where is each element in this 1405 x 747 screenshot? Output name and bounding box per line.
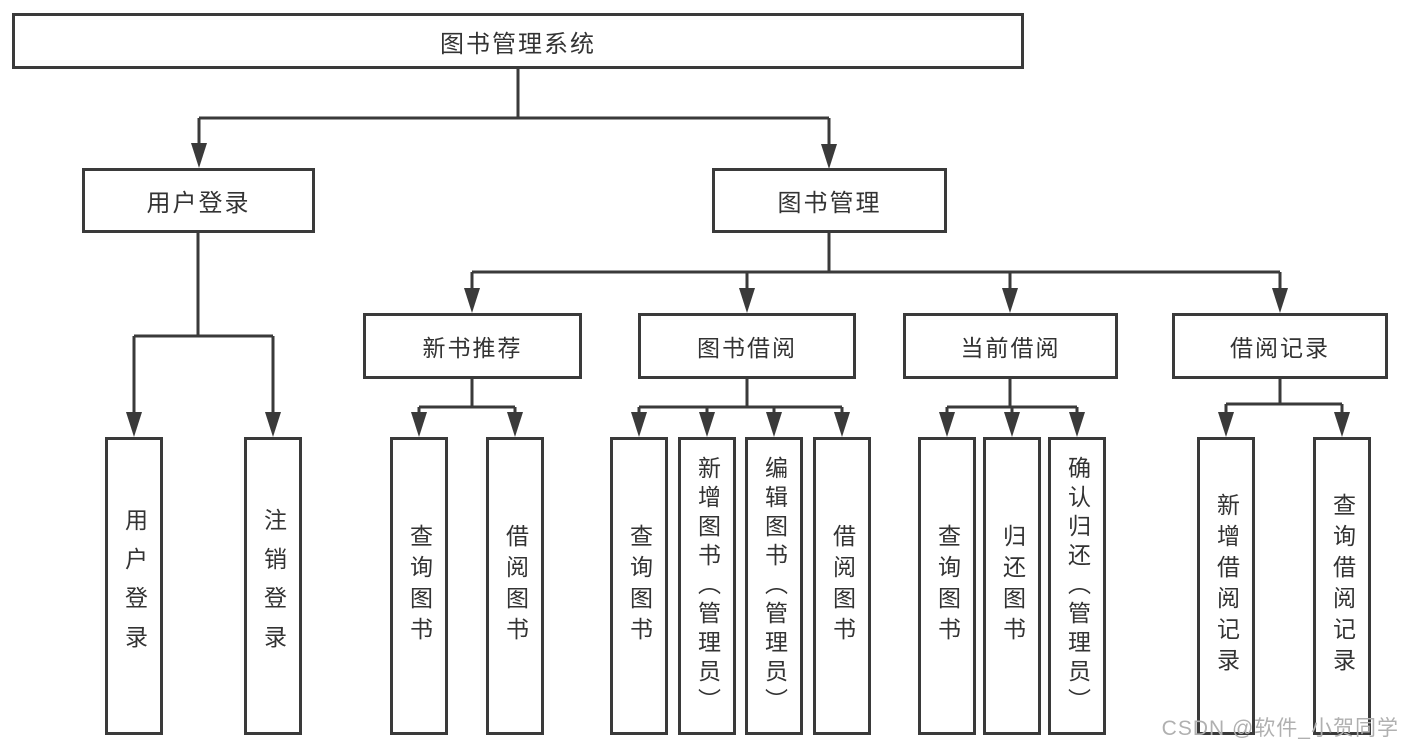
node-user-login-label: 用户登录 xyxy=(146,190,251,217)
leaf-newbooks-borrow: 借阅图书 xyxy=(486,437,544,735)
leaf-borrow-query-label: 查询图书 xyxy=(626,524,653,648)
leaf-current-confirm-label: 确认归还（管理员） xyxy=(1064,455,1091,717)
leaf-records-query: 查询借阅记录 xyxy=(1313,437,1371,735)
leaf-user-login: 用户登录 xyxy=(105,437,163,735)
node-root-label: 图书管理系统 xyxy=(440,30,596,58)
node-current-borrow-label: 当前借阅 xyxy=(960,335,1061,361)
leaf-borrow-add-label: 新增图书（管理员） xyxy=(694,455,721,717)
leaf-borrow-edit-label: 编辑图书（管理员） xyxy=(761,455,788,717)
arrowheads xyxy=(126,143,1350,437)
node-book-borrow: 图书借阅 xyxy=(638,313,856,379)
node-borrow-records: 借阅记录 xyxy=(1172,313,1388,379)
leaf-user-login-label: 用户登录 xyxy=(121,508,148,664)
node-book-borrow-label: 图书借阅 xyxy=(697,335,797,361)
leaf-current-query-label: 查询图书 xyxy=(934,524,961,648)
leaf-borrow-borrow-label: 借阅图书 xyxy=(829,524,856,648)
node-root: 图书管理系统 xyxy=(12,13,1024,69)
leaf-current-return: 归还图书 xyxy=(983,437,1041,735)
csdn-watermark: CSDN @软件_小贺同学 xyxy=(1161,717,1399,740)
leaf-newbooks-borrow-label: 借阅图书 xyxy=(502,524,529,648)
leaf-records-add-label: 新增借阅记录 xyxy=(1213,493,1240,679)
node-book-mgmt-label: 图书管理 xyxy=(777,190,882,217)
node-book-mgmt: 图书管理 xyxy=(712,168,947,233)
leaf-current-confirm: 确认归还（管理员） xyxy=(1048,437,1106,735)
node-new-books: 新书推荐 xyxy=(363,313,582,379)
leaf-borrow-query: 查询图书 xyxy=(610,437,668,735)
leaf-current-query: 查询图书 xyxy=(918,437,976,735)
leaf-records-add: 新增借阅记录 xyxy=(1197,437,1255,735)
leaf-records-query-label: 查询借阅记录 xyxy=(1329,493,1356,679)
node-borrow-records-label: 借阅记录 xyxy=(1230,335,1330,361)
leaf-logout: 注销登录 xyxy=(244,437,302,735)
leaf-borrow-edit: 编辑图书（管理员） xyxy=(745,437,803,735)
node-current-borrow: 当前借阅 xyxy=(903,313,1118,379)
leaf-borrow-borrow: 借阅图书 xyxy=(813,437,871,735)
node-new-books-label: 新书推荐 xyxy=(422,335,523,361)
leaf-newbooks-query: 查询图书 xyxy=(390,437,448,735)
leaf-newbooks-query-label: 查询图书 xyxy=(406,524,433,648)
node-user-login: 用户登录 xyxy=(82,168,315,233)
leaf-logout-label: 注销登录 xyxy=(260,508,287,664)
leaf-current-return-label: 归还图书 xyxy=(999,524,1026,648)
leaf-borrow-add: 新增图书（管理员） xyxy=(678,437,736,735)
